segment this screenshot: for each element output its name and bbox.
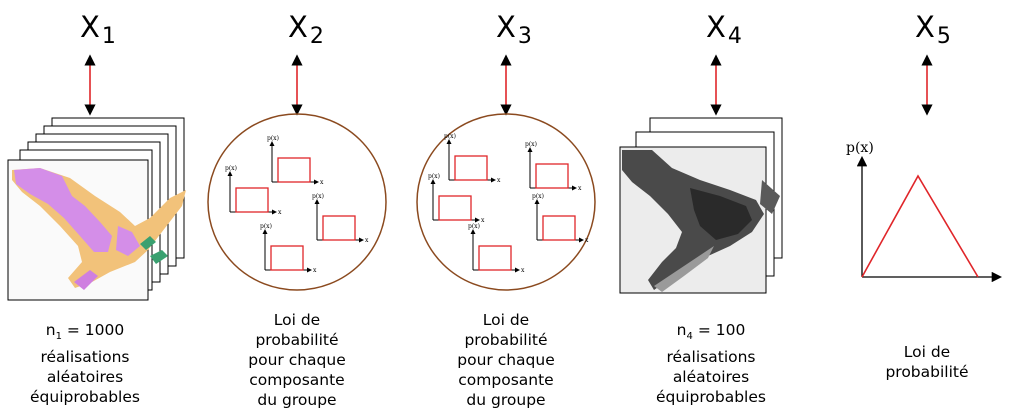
mini-distribution-plot: p(x) x [468,223,525,274]
caption-x2: Loi de probabilité pour chaque composant… [248,311,346,409]
mini-plot-xlabel: x [313,267,317,274]
mini-plot-ylabel: p(x) [225,165,237,172]
mini-plot-ylabel: p(x) [428,173,440,180]
realisation-stack-x4 [619,117,783,294]
distribution-ellipse-x3: p(x)xp(x)xp(x)xp(x)xp(x)x [416,113,596,291]
variable-label-x5: X5 [915,10,951,49]
variable-label-x4: X4 [706,10,742,49]
mini-plot-xlabel: x [585,237,589,244]
mini-plot-xlabel: x [521,267,525,274]
triangle-distribution-plot: p(x) [846,140,1003,283]
mini-distribution-plot: p(x) x [260,223,317,274]
realisation-stack-x1 [7,117,186,301]
mini-plot-xlabel: x [578,185,582,192]
distribution-ellipse-x2: p(x) x p(x) x p(x) x p(x) x [207,113,387,291]
mini-plot-ylabel: p(x) [444,133,456,140]
caption-x1: n1 = 1000 réalisations aléatoires équipr… [30,321,140,407]
variable-label-x2: X2 [288,10,324,49]
mini-distribution-plot: p(x) x [532,193,589,244]
mini-distribution-plot: p(x) x [225,165,282,216]
mini-plot-xlabel: x [320,179,324,186]
mini-plot-ylabel: p(x) [312,193,324,200]
mini-distribution-plot: p(x) x [444,133,501,184]
mini-distribution-plot: p(x) x [312,193,369,244]
caption-x3: Loi de probabilité pour chaque composant… [457,311,555,409]
variable-label-x3: X3 [496,10,532,49]
mini-plot-ylabel: p(x) [260,223,272,230]
variable-label-x1: X1 [80,10,116,49]
mini-distribution-plot: p(x) x [428,173,485,224]
triangle-ylabel: p(x) [846,140,874,156]
mini-distribution-plot: p(x) x [267,135,324,186]
mini-plot-xlabel: x [497,177,501,184]
triangle-density-curve [861,174,979,278]
mini-plot-ylabel: p(x) [532,193,544,200]
mini-plot-xlabel: x [278,209,282,216]
caption-x5: Loi de probabilité [885,343,969,381]
caption-x4: n4 = 100 réalisations aléatoires équipro… [656,321,766,407]
mini-distribution-plot: p(x) x [525,141,582,192]
mini-plot-xlabel: x [481,217,485,224]
mini-plot-ylabel: p(x) [525,141,537,148]
mini-plot-ylabel: p(x) [468,223,480,230]
mini-plot-ylabel: p(x) [267,135,279,142]
mini-plot-xlabel: x [365,237,369,244]
